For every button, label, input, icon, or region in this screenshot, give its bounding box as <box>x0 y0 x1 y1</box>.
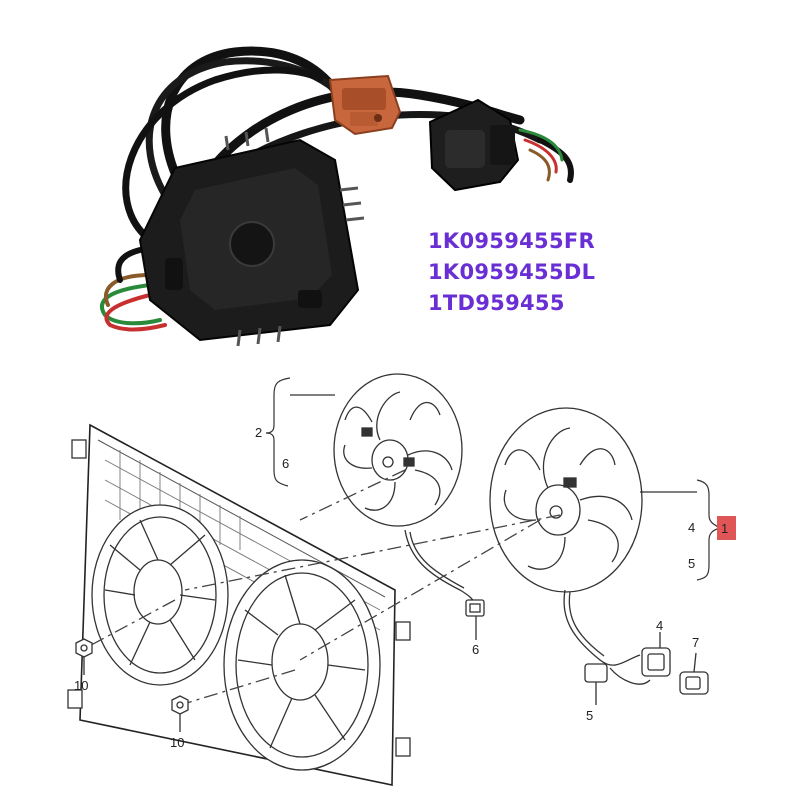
callout-6-connector: 6 <box>472 642 479 657</box>
callout-4-bracket: 4 <box>688 520 695 535</box>
control-module-body <box>138 127 365 347</box>
callout-1: 1 <box>721 521 728 536</box>
fan-front <box>489 407 643 593</box>
shroud-fan-right <box>223 559 381 771</box>
callout-6-bracket: 6 <box>282 456 289 471</box>
callout-5-connector: 5 <box>586 708 593 723</box>
fan-wiring <box>404 529 709 695</box>
callout-2: 2 <box>255 425 262 440</box>
part-number-2: 1K0959455DL <box>428 260 596 284</box>
fan-assembly-diagram <box>67 373 722 786</box>
callout-10-upper: 10 <box>74 678 88 693</box>
fan-rear <box>333 373 463 527</box>
callout-7: 7 <box>692 635 699 650</box>
fan-control-module-photo <box>100 46 574 347</box>
part-number-list: 1K0959455FR 1K0959455DL 1TD959455 <box>428 226 595 319</box>
callout-5-bracket: 5 <box>688 556 695 571</box>
shroud-fan-left <box>91 504 229 686</box>
hex-nut-upper <box>75 638 93 658</box>
diagram-callouts: 1 2 4 4 5 5 6 6 7 10 10 <box>74 425 736 750</box>
hex-nut-lower <box>171 695 189 715</box>
callout-1-highlight <box>717 516 736 540</box>
callout-10-lower: 10 <box>170 735 184 750</box>
part-number-3: 1TD959455 <box>428 291 565 315</box>
part-number-1: 1K0959455FR <box>428 229 595 253</box>
black-connector <box>428 98 520 192</box>
assembly-axis-lines <box>81 469 561 706</box>
callout-4-connector: 4 <box>656 618 663 633</box>
orange-connector <box>328 74 402 136</box>
